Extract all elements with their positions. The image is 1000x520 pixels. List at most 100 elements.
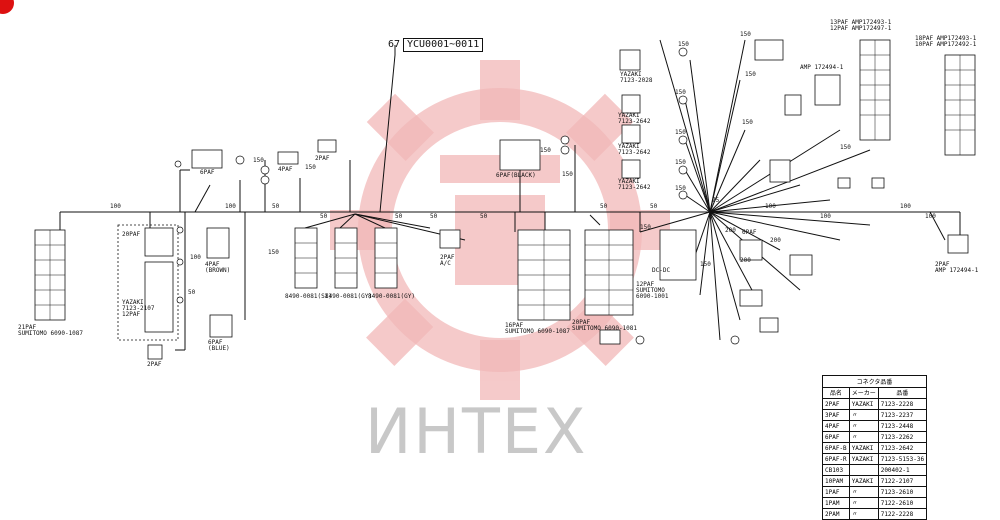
- table-cell: 7123-2610: [877, 486, 928, 498]
- table-row: 6PAF〃7123-2262: [822, 431, 928, 443]
- table-cell: 7122-2228: [877, 508, 928, 520]
- connector-6paf-blue2: [599, 329, 621, 345]
- connector-label: DC-DC: [652, 267, 671, 274]
- wiring-diagram: [34, 39, 976, 360]
- connector-1pam: [837, 177, 851, 189]
- wire-label: 150: [540, 147, 551, 154]
- wire-label: 100: [765, 203, 776, 210]
- wire-label: 50: [480, 213, 488, 220]
- table-cell: 〃: [848, 497, 879, 509]
- connector-label: 8490-0081(SI): [285, 293, 332, 300]
- parts-table-caption: コネクタ品番: [822, 375, 928, 387]
- table-cell: YAZAKI: [848, 442, 879, 454]
- table-cell: 3PAF: [822, 409, 850, 421]
- connector-4paf-top: [277, 151, 299, 165]
- relay-connector-a: [144, 227, 174, 257]
- connector-6paf-top: [191, 149, 223, 169]
- table-row: 1PAF〃7123-2610: [822, 486, 928, 498]
- wire-label: 150: [268, 249, 279, 256]
- wire-label: 50: [272, 203, 280, 210]
- wire-label: 150: [675, 129, 686, 136]
- wire-label: 50: [600, 203, 608, 210]
- table-row: 2PAM〃7122-2228: [822, 508, 928, 520]
- table-cell: [848, 464, 879, 476]
- connector-6paf-black: [499, 139, 541, 171]
- table-cell: 2PAF: [822, 398, 850, 410]
- table-cell: 1PAF: [822, 486, 850, 498]
- wire-label: 50: [320, 213, 328, 220]
- connector-yazaki-3: [621, 124, 641, 144]
- connector-2paf-top: [317, 139, 337, 153]
- wire-label: 150: [745, 71, 756, 78]
- relay-connector-b: [144, 261, 174, 333]
- connector-2paf-ac: [439, 229, 461, 249]
- wire-label: 150: [675, 185, 686, 192]
- connector-1paf: [871, 177, 885, 189]
- table-cell: 6PAF-R: [822, 453, 850, 465]
- connector-cb103: [769, 159, 791, 183]
- table-cell: 200402-1: [877, 464, 928, 476]
- table-row: 1PAM〃7122-2610: [822, 497, 928, 509]
- wire-label: 150: [562, 171, 573, 178]
- table-cell: 1PAM: [822, 497, 850, 509]
- wire-label: 150: [740, 31, 751, 38]
- table-cell: 2PAM: [822, 508, 850, 520]
- wire-label: 50: [395, 213, 403, 220]
- table-header: 品名: [822, 387, 850, 399]
- title-ref: 67: [388, 39, 401, 50]
- table-cell: 10PAM: [822, 475, 850, 487]
- connector-6paf-blue: [209, 314, 233, 338]
- connector-dcdc: [659, 229, 697, 281]
- wire-label: 150: [253, 157, 264, 164]
- table-cell: 7123-2262: [877, 431, 928, 443]
- wire-label: 75: [712, 197, 720, 204]
- wire-label: 150: [700, 261, 711, 268]
- connector-10paf-right: [789, 254, 813, 276]
- table-cell: 〃: [848, 409, 879, 421]
- wire-label: 150: [675, 89, 686, 96]
- connector-4paf-right: [784, 94, 802, 116]
- wire-label: 100: [225, 203, 236, 210]
- wire-label: 100: [900, 203, 911, 210]
- wire-label: 100: [925, 213, 936, 220]
- connector-yazaki-4: [621, 159, 641, 179]
- connector-3paf-top: [754, 39, 784, 61]
- wire-label: 50: [430, 213, 438, 220]
- connector-label: 6PAF(BLUE): [208, 339, 230, 352]
- connector-label: 8490-0081(GY): [325, 293, 372, 300]
- table-cell: 7122-2610: [877, 497, 928, 509]
- connector-label: 6PAF(BLACK): [496, 172, 536, 179]
- wire-label: 150: [305, 164, 316, 171]
- table-cell: 7123-2237: [877, 409, 928, 421]
- wire-label: 150: [675, 159, 686, 166]
- table-cell: 7123-2448: [877, 420, 928, 432]
- wire-label: 100: [190, 254, 201, 261]
- table-cell: 4PAF: [822, 420, 850, 432]
- table-cell: 7123-2228: [877, 398, 928, 410]
- table-cell: CB103: [822, 464, 850, 476]
- table-header: 品番: [877, 387, 928, 399]
- connector-2paf-rb: [759, 317, 779, 333]
- connector-6paf-right: [739, 239, 763, 261]
- connector-label: 20PAF: [122, 231, 141, 238]
- table-cell: YAZAKI: [848, 475, 879, 487]
- connector-label: 4PAF: [278, 166, 293, 173]
- watermark-text: ИНТЕХ: [365, 395, 588, 468]
- wire-label: 50: [188, 289, 196, 296]
- table-cell: 〃: [848, 486, 879, 498]
- table-cell: 7123-2642: [877, 442, 928, 454]
- table-cell: 6PAF: [822, 431, 850, 443]
